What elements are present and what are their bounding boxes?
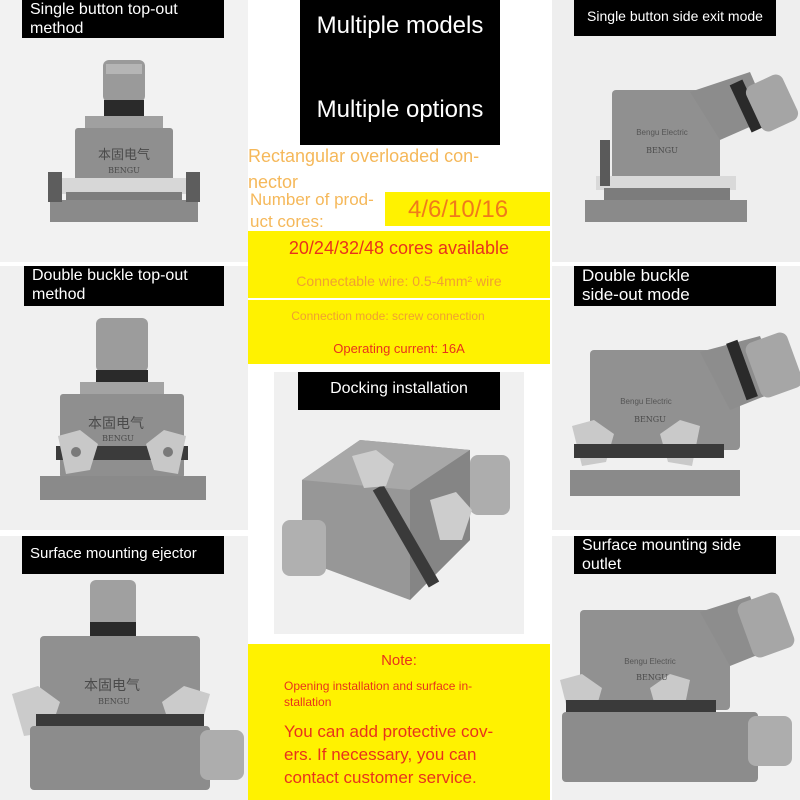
brand-side-text-2: Bengu Electric xyxy=(620,397,672,406)
brand-en-text-3: BENGU xyxy=(102,434,134,443)
connector-single-top-image: 本固电气 BENGU xyxy=(48,60,200,222)
spec-mode: Connection mode: screw connection xyxy=(291,309,485,323)
label-double-top: Double buckle top-out method xyxy=(24,266,224,306)
note-title: Note: xyxy=(381,652,417,669)
note-line1: Opening installation and surface in- xyxy=(284,679,473,693)
label-single-side-text: Single button side exit mode xyxy=(587,8,763,24)
strip-mode xyxy=(248,300,550,334)
spec-current: Operating current: 16A xyxy=(333,341,465,356)
brand-cn-text-2: 本固电气 xyxy=(88,416,144,432)
label-surface-side-line2: outlet xyxy=(582,556,622,573)
label-double-side-line1: Double buckle xyxy=(582,266,690,285)
spec-wire: Connectable wire: 0.5-4mm² wire xyxy=(296,273,502,289)
note-box xyxy=(248,644,550,800)
label-double-side-line2: side-out mode xyxy=(582,285,690,304)
brand-en-text-2: BENGU xyxy=(646,146,678,155)
center-title-1: Multiple models xyxy=(316,12,484,39)
spec-cores-more: 20/24/32/48 cores available xyxy=(288,238,510,258)
connector-surface-ejector-image: 本固电气 BENGU xyxy=(12,580,244,790)
brand-en-text-1: BENGU xyxy=(108,166,140,175)
note-body1: You can add protective cov- xyxy=(284,722,494,741)
label-double-top-line1: Double buckle top-out xyxy=(32,267,188,284)
connector-double-top-image: 本固电气 BENGU xyxy=(40,318,206,500)
brand-cn-text-3: 本固电气 xyxy=(84,678,140,694)
label-single-side: Single button side exit mode xyxy=(574,0,776,36)
note-body3: contact customer service. xyxy=(284,768,477,787)
brand-side-text-1: Bengu Electric xyxy=(636,128,688,137)
spec-cores-value: 4/6/10/16 xyxy=(408,196,509,223)
connector-single-side-image: Bengu Electric BENGU xyxy=(585,72,799,222)
center-title-2: Multiple options xyxy=(316,96,484,123)
brand-en-text-4: BENGU xyxy=(634,415,666,424)
label-single-top: Single button top-out method xyxy=(22,0,224,38)
panel-center-dark xyxy=(300,0,500,145)
spec-cores-label-line2: uct cores: xyxy=(250,212,324,231)
strip-wire xyxy=(248,266,550,298)
label-surface-side-line1: Surface mounting side xyxy=(582,537,742,554)
note-line2: stallation xyxy=(284,695,332,709)
brand-side-text-3: Bengu Electric xyxy=(624,657,676,666)
brand-cn-text-1: 本固电气 xyxy=(98,147,150,163)
label-docking: Docking installation xyxy=(298,372,500,410)
strip-cores-value xyxy=(385,192,550,226)
label-double-side: Double buckle side-out mode xyxy=(574,266,776,306)
label-surface-ejector-text: Surface mounting ejector xyxy=(30,545,197,562)
spec-title-line1: Rectangular overloaded con- xyxy=(248,146,480,166)
connector-double-side-image: Bengu Electric BENGU xyxy=(570,332,800,496)
label-single-top-text: Single button top-out method xyxy=(30,1,178,37)
label-surface-side: Surface mounting side outlet xyxy=(574,536,776,574)
label-surface-ejector: Surface mounting ejector xyxy=(22,536,224,574)
connector-docking-image xyxy=(282,440,510,600)
brand-en-text-5: BENGU xyxy=(98,697,130,706)
connector-surface-side-image: Bengu Electric BENGU xyxy=(560,592,795,782)
spec-title-line2: nector xyxy=(248,172,299,192)
label-docking-text: Docking installation xyxy=(330,380,468,397)
strip-cores-more xyxy=(248,231,550,267)
brand-en-text-6: BENGU xyxy=(636,673,668,682)
note-body2: ers. If necessary, you can xyxy=(284,745,477,764)
label-double-top-line2: method xyxy=(32,286,86,303)
spec-cores-label-line1: Number of prod- xyxy=(250,190,374,209)
strip-current xyxy=(248,334,550,364)
